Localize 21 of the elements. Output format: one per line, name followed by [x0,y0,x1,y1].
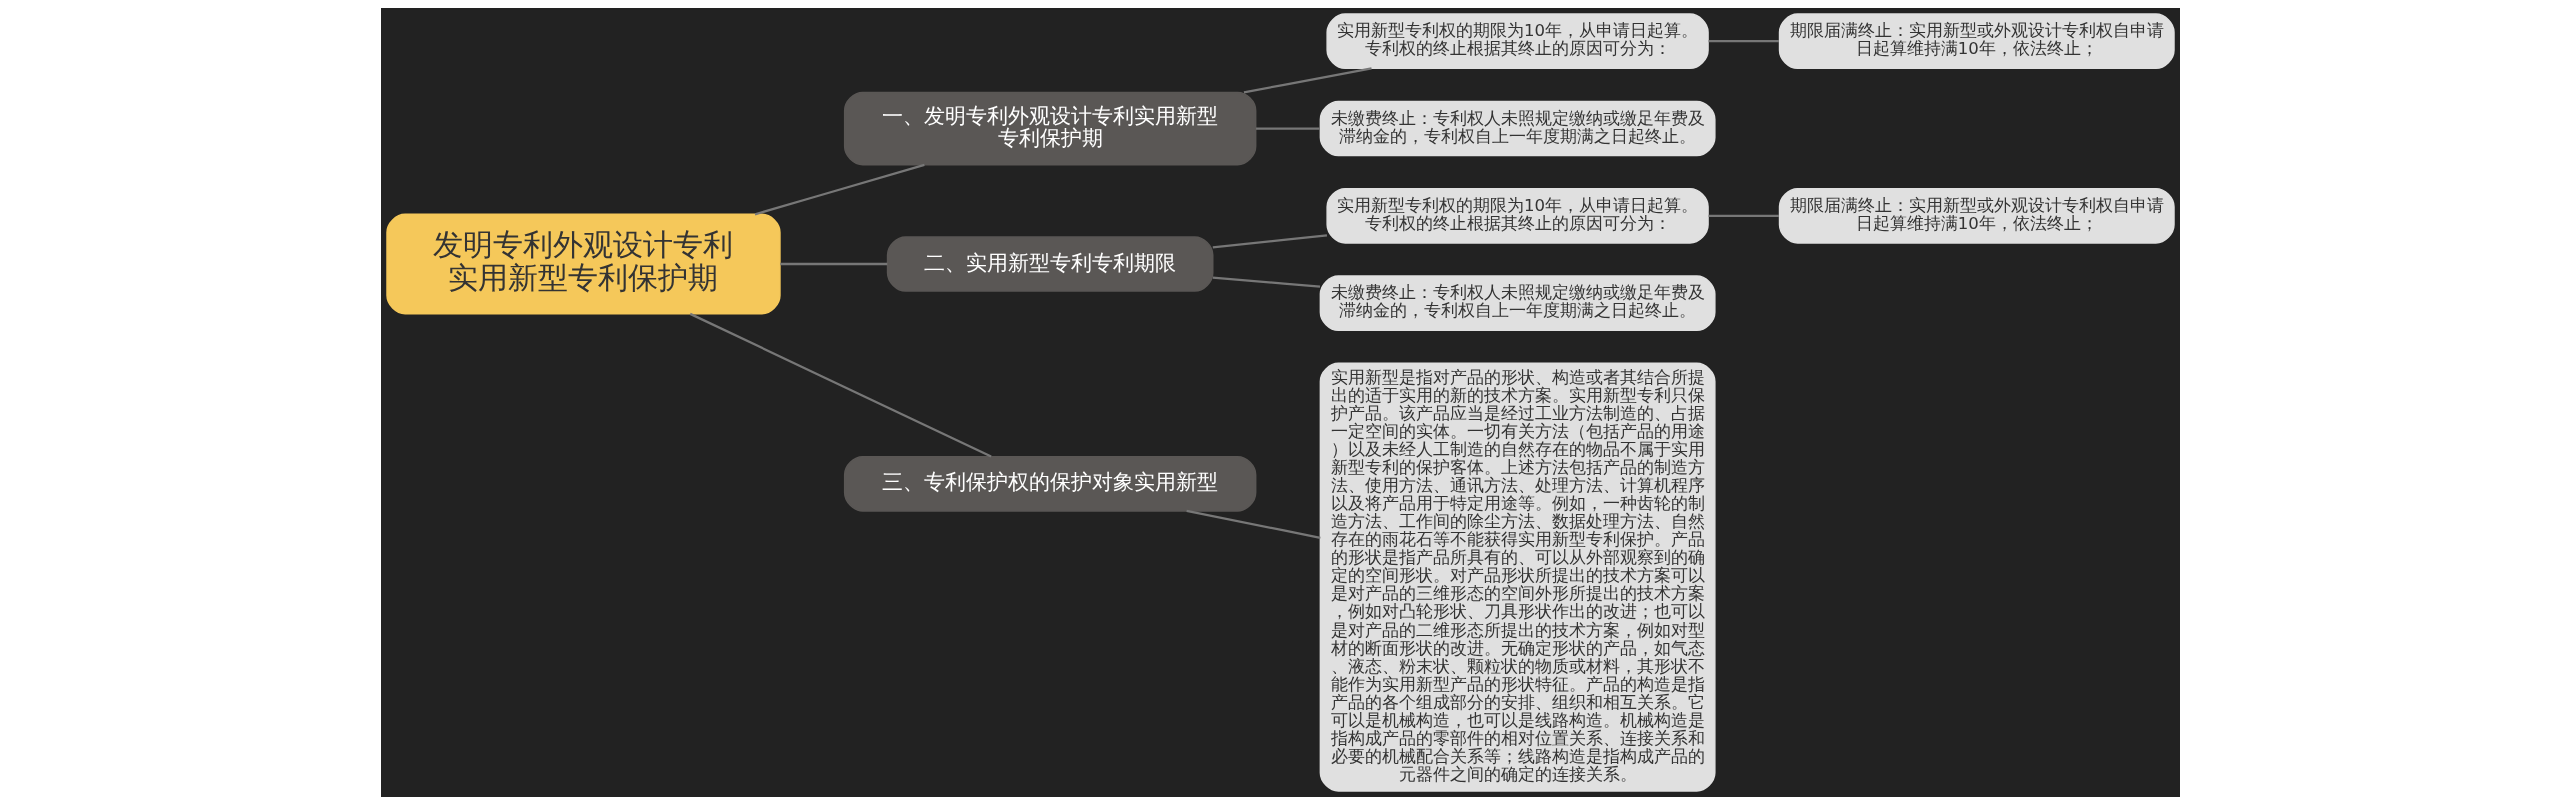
node-box: 期限届满终止：实用新型或外观设计专利权自申请日起算维持满10年，依法终止； [1778,13,2175,70]
connector [1212,234,1327,249]
connector [754,163,925,216]
node-box: 一、发明专利外观设计专利实用新型专利保护期 [843,91,1256,166]
connector [1255,127,1320,130]
connector [689,312,992,458]
node-box: 三、专利保护权的保护对象实用新型 [843,455,1256,512]
connector [1708,214,1779,217]
node-box: 实用新型是指对产品的形状、构造或者其结合所提出的适于实用的新的技术方案。实用新型专利只保护产品。该产品应当是经过工业方法制造的、占据一定空间的实体。一切有关方法（包括产品的用途）以及未经人工制造的自然存在的物品不属于实用新型专利的保护客体。上述方法包括产品的制造方法、使用方法、通讯方法、处理方法、计算机程序以及将产品用于特定用途等。例如，一种齿轮的制造方法、工作间的除尘方法、数据处理方法、自然存在的雨花石等不能获得实用新型专利保护。产品的形状是指产品所具有的、可以从外部观察到的确定的空间形状。对产品形状所提出的技术方案可以是对产品的三维形态的空间外形所提出的技术方案，例如对凸轮形状、刀具形状作出的改进；也可以是对产品的二维形态所提出的技术方案，例如对型材的断面形状的改进。无确定形状的产品，如气态、液态、粉末状、颗粒状的物质或材料，其形状不能作为实用新型产品的形状特征。产品的构造是指产品的各个组成部分的安排、组织和相互关系。它可以是机械构造，也可以是线路构造。机械构造是指构成产品的零部件的相对位置关系、连接关系和必要的机械配合关系等；线路构造是指构成产品的元器件之间的确定的连接关系。 [1319,362,1716,792]
connector [779,262,887,266]
node-box: 二、实用新型专利专利期限 [886,236,1213,292]
connector [1243,67,1372,94]
node-box: 未缴费终止：专利权人未照规定缴纳或缴足年费及滞纳金的，专利权自上一年度期满之日起终止。 [1319,100,1716,157]
connector [1212,276,1320,288]
node-box: 实用新型专利权的期限为10年，从申请日起算。专利权的终止根据其终止的原因可分为： [1325,13,1709,70]
connector [1708,40,1779,43]
connector [1185,509,1321,539]
node-box: 发明专利外观设计专利实用新型专利保护期 [385,213,781,315]
node-box: 实用新型专利权的期限为10年，从申请日起算。专利权的终止根据其终止的原因可分为： [1325,187,1709,244]
node-box: 未缴费终止：专利权人未照规定缴纳或缴足年费及滞纳金的，专利权自上一年度期满之日起终止。 [1319,275,1716,331]
node-box: 期限届满终止：实用新型或外观设计专利权自申请日起算维持满10年，依法终止； [1778,187,2175,244]
